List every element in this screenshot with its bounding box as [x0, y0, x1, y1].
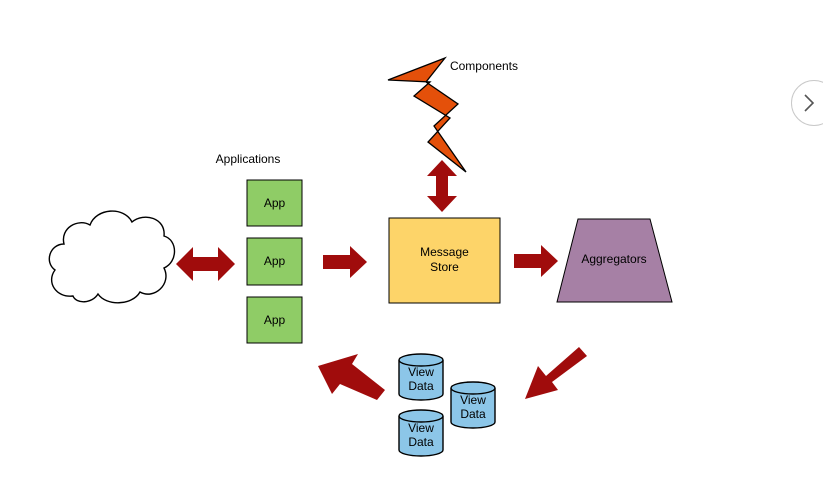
- app-box-2: [246, 237, 303, 286]
- view-data-db-2-line2: Data: [460, 407, 486, 421]
- chevron-right-icon: [804, 94, 815, 112]
- message-store-box: [388, 217, 501, 304]
- app-box-3-label: App: [264, 313, 286, 327]
- view-data-db-3-line1: View: [408, 421, 434, 435]
- arrow-aggregators-to-viewdata: [525, 347, 587, 399]
- arrow-apps-to-store: [323, 246, 367, 278]
- view-data-db-1-line1: View: [408, 365, 434, 379]
- lightning-bolt-icon: [387, 56, 467, 173]
- double-arrow-cloud-apps: [176, 247, 235, 281]
- view-data-db-3-line2: Data: [408, 435, 434, 449]
- view-data-db-2-line1: View: [460, 393, 486, 407]
- app-box-1-label: App: [264, 196, 286, 210]
- cloud-icon: [48, 210, 176, 304]
- message-store-label-line1: Message: [420, 245, 469, 259]
- app-box-3: [246, 296, 303, 344]
- double-arrow-store-components: [427, 160, 457, 212]
- next-slide-button[interactable]: [791, 80, 823, 126]
- arrow-store-to-aggregators: [514, 245, 558, 277]
- message-store-label-line2: Store: [430, 260, 459, 274]
- aggregators-shape: [556, 218, 673, 303]
- arrow-viewdata-to-apps: [318, 354, 385, 400]
- applications-label: Applications: [216, 152, 281, 166]
- app-box-1: [246, 179, 303, 227]
- aggregators-label: Aggregators: [581, 252, 646, 266]
- components-label: Components: [450, 59, 518, 73]
- app-box-2-label: App: [264, 254, 286, 268]
- view-data-db-1-line2: Data: [408, 379, 434, 393]
